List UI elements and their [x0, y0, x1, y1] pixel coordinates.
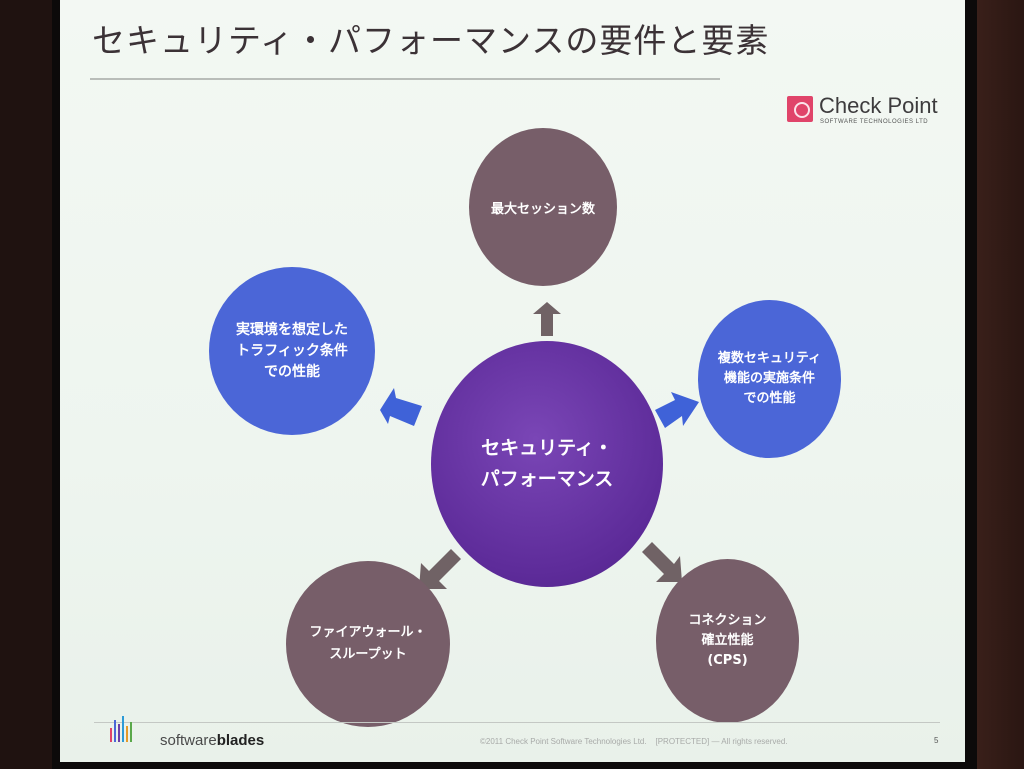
classification-text: [PROTECTED] — All rights reserved. [655, 737, 788, 746]
node-max-sessions: 最大セッション数 [469, 128, 617, 286]
slide-title: セキュリティ・パフォーマンスの要件と要素 [92, 21, 770, 60]
arrow-left-icon [380, 388, 422, 426]
arrow-down-left-icon [419, 549, 461, 589]
arrow-right-icon [655, 392, 699, 428]
node-center-label: セキュリティ・ パフォーマンス [480, 437, 614, 490]
arrow-up-icon [533, 302, 561, 336]
check-point-logo-icon [787, 96, 813, 122]
room-wall [975, 0, 1024, 769]
arrow-down-right-icon [642, 542, 682, 582]
footer-divider [94, 722, 940, 723]
node-multi-security-performance: 複数セキュリティ 機能の実施条件 での性能 [698, 300, 841, 458]
presentation-slide: セキュリティ・パフォーマンスの要件と要素 Check Point SOFTWAR… [60, 0, 965, 762]
node-multi-security-label: 複数セキュリティ 機能の実施条件 での性能 [717, 351, 822, 406]
check-point-logo: Check Point SOFTWARE TECHNOLOGIES LTD [787, 93, 947, 136]
footer-copyright: ©2011 Check Point Software Technologies … [480, 737, 788, 746]
logo-tagline: SOFTWARE TECHNOLOGIES LTD [820, 119, 929, 125]
logo-name: Check Point [819, 93, 938, 118]
node-max-sessions-label: 最大セッション数 [490, 201, 595, 217]
node-firewall-throughput-label: ファイアウォール・ スループット [309, 625, 427, 662]
node-connection-rate-label: コネクション 確立性能 (CPS) [688, 613, 767, 668]
copyright-text: ©2011 Check Point Software Technologies … [480, 737, 647, 746]
software-blades-logo-icon [110, 712, 134, 742]
software-blades-wordmark: softwareblades [160, 732, 264, 749]
node-real-traffic-performance: 実環境を想定した トラフィック条件 での性能 [209, 267, 375, 435]
node-connection-rate: コネクション 確立性能 (CPS) [656, 559, 799, 723]
node-firewall-throughput: ファイアウォール・ スループット [286, 561, 450, 727]
page-number: 5 [934, 736, 939, 745]
node-real-traffic-label: 実環境を想定した トラフィック条件 での性能 [236, 321, 348, 380]
brand-prefix: software [160, 732, 217, 749]
brand-bold: blades [216, 732, 265, 749]
title-divider [90, 78, 720, 80]
node-security-performance: セキュリティ・ パフォーマンス [431, 341, 663, 587]
